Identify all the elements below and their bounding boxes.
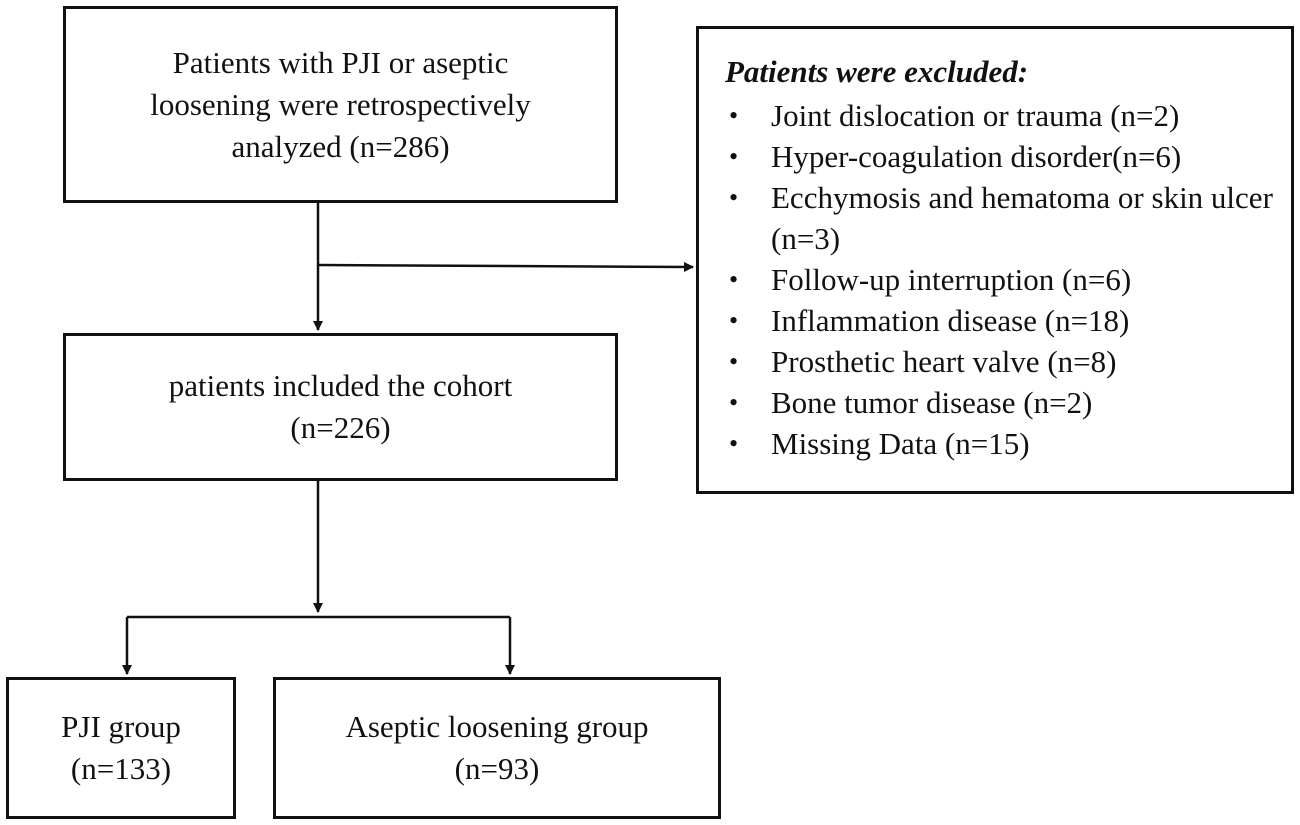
cohort-line-2: (n=226): [290, 410, 391, 445]
bullet-icon: •: [729, 265, 739, 294]
bullet-icon: •: [729, 183, 739, 212]
exclusion-list: • Joint dislocation or trauma (n=2) • Hype…: [725, 95, 1281, 464]
box-cohort: patients included the cohort (n=226): [63, 333, 618, 481]
exclusion-item-text: Bone tumor disease (n=2): [771, 385, 1093, 420]
aseptic-line-1: Aseptic loosening group: [345, 709, 649, 744]
exclusion-item: • Bone tumor disease (n=2): [725, 382, 1281, 423]
exclusion-item: • Ecchymosis and hematoma or skin ulcer (…: [725, 177, 1281, 259]
exclusion-item-text: Inflammation disease (n=18): [771, 303, 1130, 338]
exclusion-item: • Inflammation disease (n=18): [725, 300, 1281, 341]
start-line-3: analyzed (n=286): [231, 128, 450, 164]
exclusion-item-text: Joint dislocation or trauma (n=2): [771, 98, 1180, 133]
exclusion-item-text: Ecchymosis and hematoma or skin ulcer (n…: [771, 180, 1273, 256]
exclusion-item-text: Hyper-coagulation disorder(n=6): [771, 139, 1182, 174]
exclusion-item: • Missing Data (n=15): [725, 423, 1281, 464]
exclusion-item: • Hyper-coagulation disorder(n=6): [725, 136, 1281, 177]
exclusion-item-text: Follow-up interruption (n=6): [771, 262, 1132, 297]
exclusion-item-text: Missing Data (n=15): [771, 426, 1030, 461]
bullet-icon: •: [729, 101, 739, 130]
exclusion-item: • Joint dislocation or trauma (n=2): [725, 95, 1281, 136]
exclusion-item: • Follow-up interruption (n=6): [725, 259, 1281, 300]
arrow-to-exclusion: [317, 261, 694, 272]
exclusion-title: Patients were excluded:: [725, 54, 1029, 89]
bullet-icon: •: [729, 429, 739, 458]
box-excluded-patients: Patients were excluded: • Joint dislocati…: [696, 26, 1294, 494]
pji-line-2: (n=133): [70, 751, 172, 786]
aseptic-line-2: (n=93): [454, 751, 540, 786]
bullet-icon: •: [729, 347, 739, 376]
exclusion-item-text: Prosthetic heart valve (n=8): [771, 344, 1117, 379]
pji-line-1: PJI group: [61, 709, 181, 744]
box-pji-group: PJI group (n=133): [6, 677, 236, 819]
box-initial-patients: Patients with PJI or aseptic loosening w…: [63, 6, 618, 203]
cohort-line-1: patients included the cohort: [168, 368, 513, 403]
exclusion-item: • Prosthetic heart valve (n=8): [725, 341, 1281, 382]
start-line-2: loosening were retrospectively: [150, 86, 531, 122]
box-aseptic-group: Aseptic loosening group (n=93): [273, 677, 721, 819]
bullet-icon: •: [729, 142, 739, 171]
bullet-icon: •: [729, 306, 739, 335]
start-line-1: Patients with PJI or aseptic: [172, 44, 509, 80]
bullet-icon: •: [729, 388, 739, 417]
